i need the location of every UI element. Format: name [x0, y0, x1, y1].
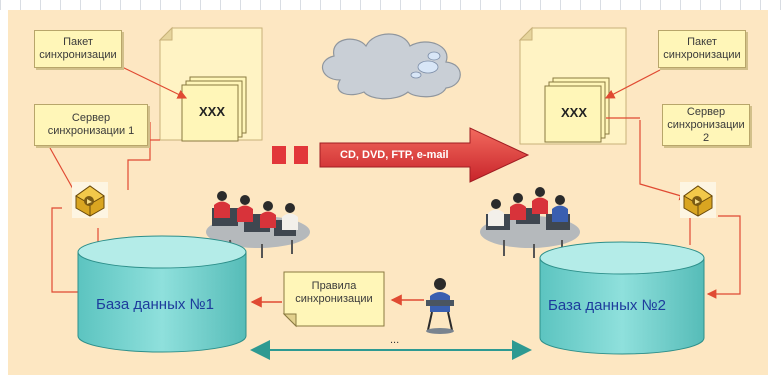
users-workstations-icon [480, 187, 580, 258]
server-package-icon [680, 182, 716, 218]
document-right-text: XXX [561, 105, 588, 120]
sync-server-note-left: Сервер синхронизации 1 [34, 104, 148, 146]
sync-packet-label: Пакет синхронизации [663, 36, 741, 61]
server-package-icon [72, 182, 108, 218]
right-document-stack [544, 77, 610, 143]
transport-label: CD, DVD, FTP, e-mail [340, 149, 449, 161]
database-right-label: База данных №2 [548, 297, 666, 314]
document-left-text: XXX [199, 104, 226, 119]
cloud-icon [322, 33, 461, 100]
transfer-marker-1 [272, 146, 286, 164]
transfer-marker-2 [294, 146, 308, 164]
users-workstations-icon [206, 191, 310, 258]
sync-server-note-right: Сервер синхронизации 2 [662, 104, 750, 146]
transport-arrow [319, 127, 530, 183]
sync-rules-label: Правила синхронизации [295, 280, 373, 305]
sync-packet-label: Пакет синхронизации [39, 36, 117, 61]
right-connectors [604, 69, 741, 299]
top-grid-strip [0, 0, 781, 10]
sync-packet-note-right: Пакет синхронизации [658, 30, 746, 68]
sync-rules-document [282, 271, 385, 328]
database-left [77, 235, 247, 353]
sync-server-label-2: Сервер синхронизации 2 [667, 105, 745, 144]
database-right [539, 241, 705, 355]
sync-packet-note-left: Пакет синхронизации [34, 30, 122, 68]
user-workstation-icon [426, 278, 454, 334]
sync-rules-note: Правила синхронизации [286, 274, 382, 312]
ellipsis-text: ... [390, 334, 400, 346]
left-document-stack [181, 76, 247, 142]
sync-server-label-1: Сервер синхронизации 1 [47, 112, 135, 137]
database-left-label: База данных №1 [96, 296, 214, 313]
